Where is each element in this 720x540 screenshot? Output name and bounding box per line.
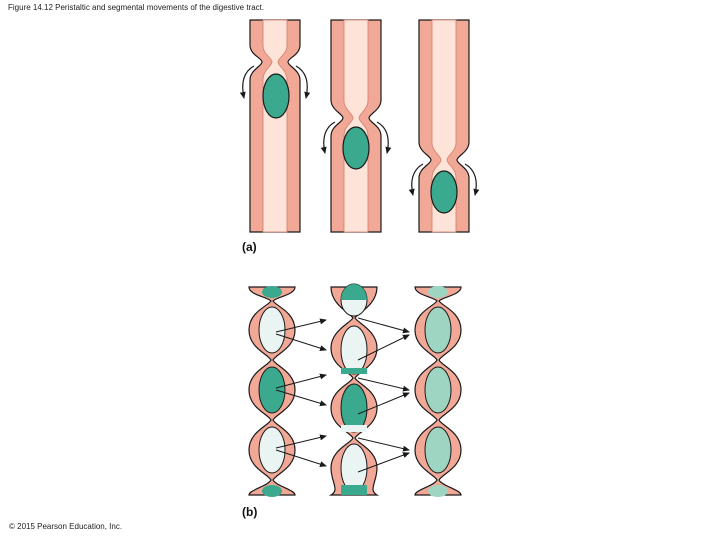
segmentation-panel xyxy=(249,284,461,497)
bolus xyxy=(263,74,289,118)
bolus xyxy=(431,171,457,213)
peristalsis-tube-1 xyxy=(243,20,308,232)
panel-label-a: (a) xyxy=(242,240,257,254)
copyright-notice: © 2015 Pearson Education, Inc. xyxy=(9,522,122,531)
segmentation-column-2 xyxy=(331,284,377,495)
peristalsis-tube-3 xyxy=(412,20,477,232)
panel-label-b: (b) xyxy=(242,505,257,519)
segmentation-column-1 xyxy=(249,286,295,497)
segmentation-column-3 xyxy=(415,286,461,497)
peristalsis-tube-2 xyxy=(324,20,389,232)
peristalsis-panel xyxy=(243,20,477,232)
bolus xyxy=(343,127,369,169)
